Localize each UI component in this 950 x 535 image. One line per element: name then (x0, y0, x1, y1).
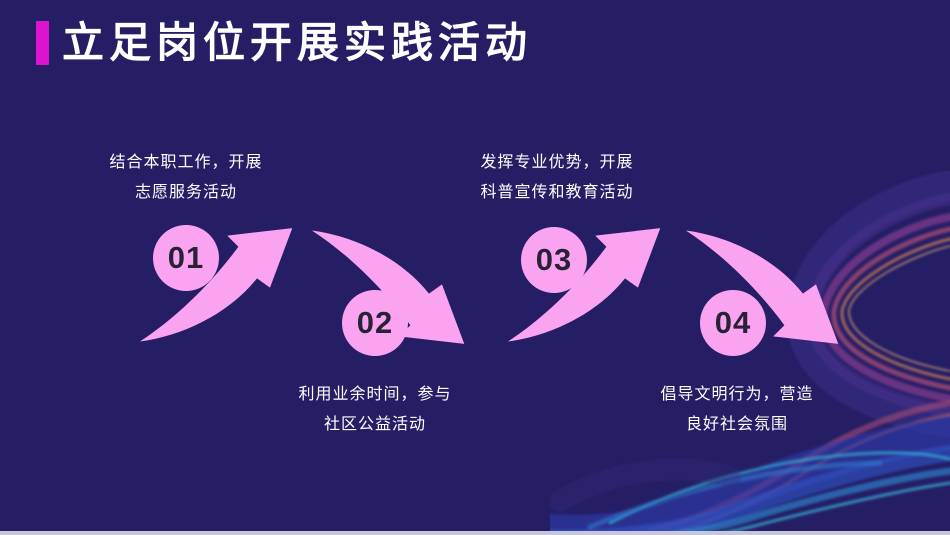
step-3-number-badge: 03 (521, 227, 587, 293)
step-2-label: 利用业余时间，参与 社区公益活动 (245, 380, 505, 440)
step-1-number-badge: 01 (153, 225, 219, 291)
step-1-label-line2: 志愿服务活动 (134, 184, 237, 201)
step-3-label-line1: 发挥专业优势，开展 (480, 154, 634, 171)
arrow-up-icon (139, 228, 293, 342)
step-3-number: 03 (535, 242, 573, 277)
step-2-label-line1: 利用业余时间，参与 (298, 386, 452, 403)
bottom-edge-strip (0, 531, 950, 535)
step-4-label-line1: 倡导文明行为，营造 (660, 386, 814, 403)
step-1-number: 01 (167, 240, 205, 275)
step-4-label-line2: 良好社会氛围 (685, 416, 788, 433)
title-accent-bar (36, 21, 49, 66)
title-block: 立足岗位开展实践活动 (36, 19, 533, 66)
step-1-label-line1: 结合本职工作，开展 (109, 154, 263, 171)
step-1-label: 结合本职工作，开展 志愿服务活动 (56, 148, 316, 208)
arrow-down-icon (685, 230, 839, 344)
step-3-label: 发挥专业优势，开展 科普宣传和教育活动 (427, 148, 687, 208)
step-2-number: 02 (356, 305, 394, 340)
step-3-label-line2: 科普宣传和教育活动 (480, 184, 634, 201)
arrow-up-icon (507, 228, 661, 342)
step-2-number-badge: 02 (342, 290, 408, 356)
step-4-label: 倡导文明行为，营造 良好社会氛围 (607, 380, 867, 440)
step-2-label-line2: 社区公益活动 (323, 416, 426, 433)
wave-decoration (550, 171, 950, 531)
step-4-number-badge: 04 (700, 290, 766, 356)
slide-title: 立足岗位开展实践活动 (62, 19, 533, 66)
arrow-down-icon (311, 230, 465, 344)
step-4-number: 04 (714, 305, 752, 340)
